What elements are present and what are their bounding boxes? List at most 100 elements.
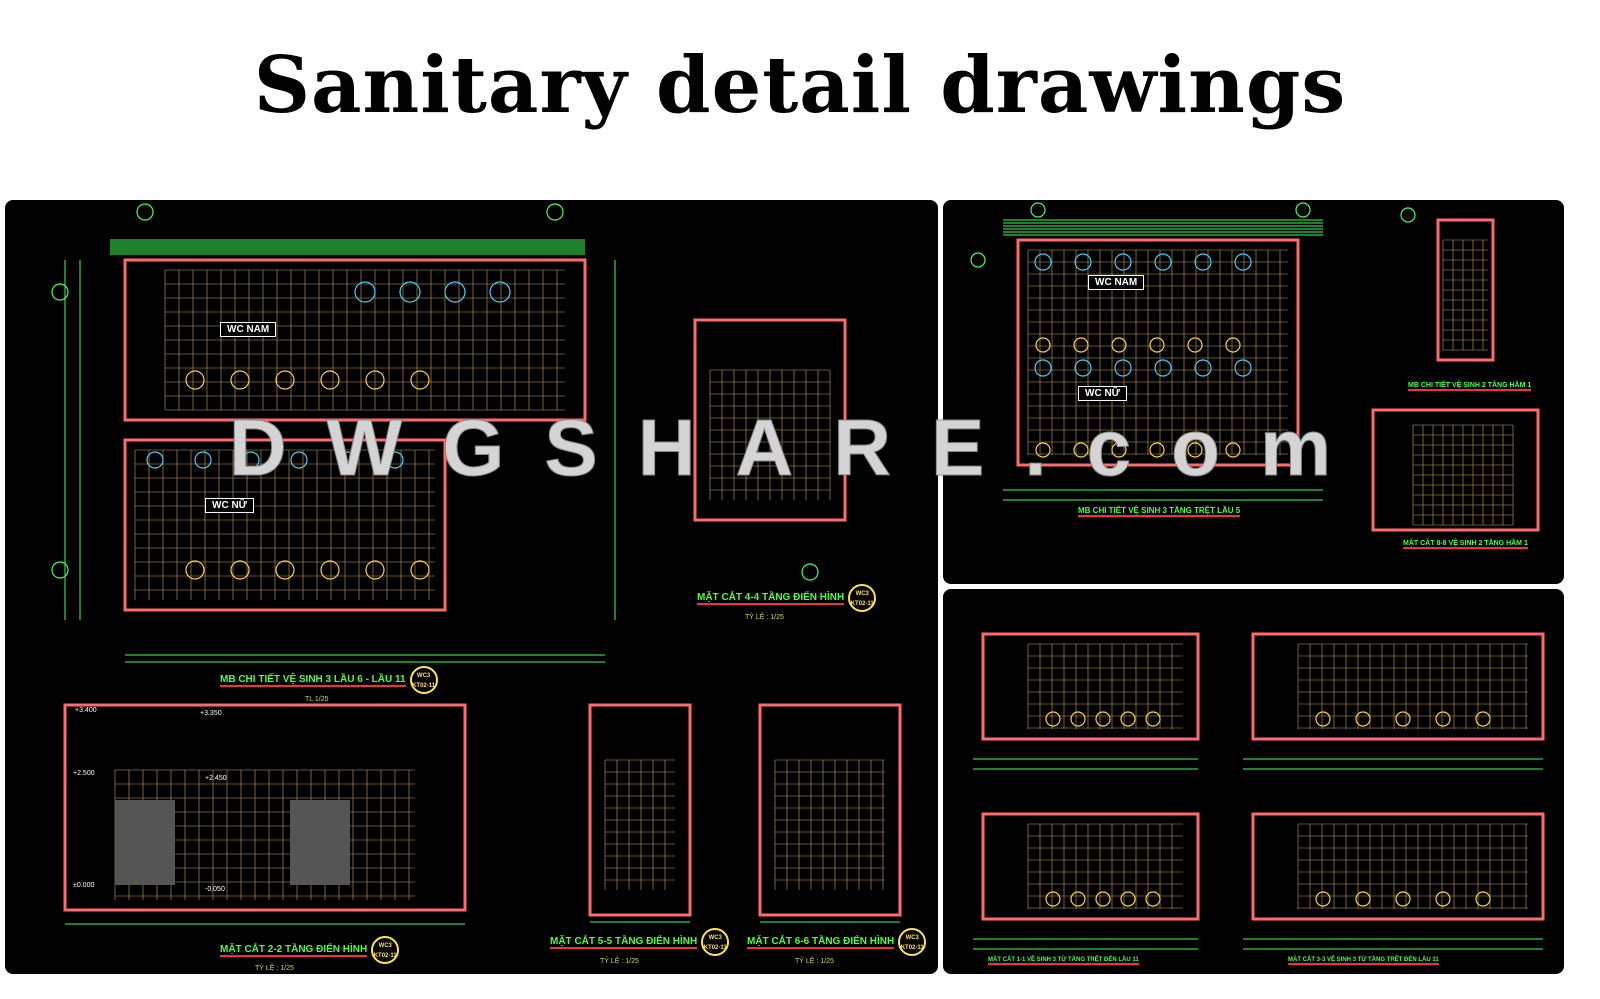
fixture	[399, 281, 421, 303]
level-label: ±0.000	[73, 882, 95, 889]
section-6-6-scale: TỶ LỆ : 1/25	[795, 958, 834, 965]
plan-2-title: MB CHI TIẾT VỆ SINH 2 TẦNG HẦM 1	[1408, 382, 1532, 391]
fixture	[230, 560, 250, 580]
fixture	[1194, 253, 1212, 271]
fixture	[1111, 442, 1127, 458]
fixture	[1435, 711, 1451, 727]
fixture	[410, 560, 430, 580]
fixture	[51, 561, 69, 579]
fixture	[1187, 442, 1203, 458]
fixture	[1435, 891, 1451, 907]
fixture	[1395, 711, 1411, 727]
section-5-5-title: MẶT CẮT 5-5 TẦNG ĐIỂN HÌNH	[550, 935, 698, 949]
fixture	[1154, 253, 1172, 271]
fixture	[338, 451, 356, 469]
fixture	[546, 203, 564, 221]
fixture	[410, 370, 430, 390]
fixture	[386, 451, 404, 469]
plan-scale: TL 1/25	[305, 696, 329, 703]
level-label: +2.450	[205, 775, 227, 782]
section-6-6-title: MẶT CẮT 6-6 TẦNG ĐIỂN HÌNH	[747, 935, 895, 949]
wall	[1251, 632, 1545, 741]
fixture	[1070, 711, 1086, 727]
wall	[588, 703, 692, 917]
fixture	[1035, 442, 1051, 458]
wall	[1371, 408, 1540, 532]
wall	[1251, 812, 1545, 921]
fixture	[1145, 891, 1161, 907]
fixture	[1234, 359, 1252, 377]
fixture	[1074, 253, 1092, 271]
fixture	[1234, 253, 1252, 271]
fixture	[1315, 891, 1331, 907]
section-2-2-scale: TỶ LỆ : 1/25	[255, 965, 294, 972]
fixture	[354, 281, 376, 303]
fixture	[51, 283, 69, 301]
section-4-4-title: MẶT CẮT 4-4 TẦNG ĐIỂN HÌNH	[697, 591, 845, 605]
level-label: +3.350	[200, 710, 222, 717]
fixture	[1355, 891, 1371, 907]
fixture	[320, 370, 340, 390]
fixture	[230, 370, 250, 390]
room-label-male: WC NAM	[220, 322, 277, 337]
fixture	[1074, 359, 1092, 377]
drawing-panel-bottom-right: MẶT CẮT 1-1 VỆ SINH 3 TỪ TẦNG TRỆT ĐẾN L…	[943, 589, 1564, 974]
wall	[123, 438, 447, 612]
page-title: Sanitary detail drawings	[253, 40, 1347, 131]
fixture	[1149, 337, 1165, 353]
section-8-8-title: MẶT CẮT 8-8 VỆ SINH 2 TẦNG HẦM 1	[1403, 540, 1528, 549]
cad-drawing-bottom-right	[973, 632, 1545, 950]
cad-drawing-top-right	[970, 202, 1540, 532]
fixture	[1120, 891, 1136, 907]
wall	[123, 258, 587, 422]
plan-title-group: MB CHI TIẾT VỆ SINH 3 LẦU 6 - LẦU 11 WC3…	[220, 666, 438, 694]
fixture	[1114, 253, 1132, 271]
fixture	[1030, 202, 1046, 218]
fixture	[1187, 337, 1203, 353]
fixture	[1149, 442, 1165, 458]
fixture	[365, 370, 385, 390]
section-4-4-scale: TỶ LỆ : 1/25	[745, 614, 784, 621]
fixture	[1035, 337, 1051, 353]
fixture	[146, 451, 164, 469]
fixture	[365, 560, 385, 580]
fixture	[1194, 359, 1212, 377]
wall	[693, 318, 847, 522]
level-label: -0.050	[205, 886, 225, 893]
fixture	[290, 451, 308, 469]
wall	[1016, 238, 1300, 467]
wall	[981, 632, 1200, 741]
wall	[981, 812, 1200, 921]
fixture	[1225, 442, 1241, 458]
fixture	[1295, 202, 1311, 218]
drawing-panel-top-right: WC NAM WC NỮ MB CHI TIẾT VỆ SINH 3 TẦNG …	[943, 200, 1564, 584]
fixture	[1315, 711, 1331, 727]
fixture	[1114, 359, 1132, 377]
fixture	[1225, 337, 1241, 353]
section-1-1-title: MẶT CẮT 1-1 VỆ SINH 3 TỪ TẦNG TRỆT ĐẾN L…	[988, 957, 1139, 965]
fixture	[1095, 891, 1111, 907]
fixture	[1070, 891, 1086, 907]
section-5-5-scale: TỶ LỆ : 1/25	[600, 958, 639, 965]
plan-title: MB CHI TIẾT VỆ SINH 3 LẦU 6 - LẦU 11	[220, 673, 406, 687]
fixture	[136, 203, 154, 221]
fixture	[1073, 442, 1089, 458]
wall	[63, 703, 467, 912]
fixture	[1154, 359, 1172, 377]
fixture	[1045, 891, 1061, 907]
fixture	[444, 281, 466, 303]
fixture	[1034, 359, 1052, 377]
fixture	[320, 560, 340, 580]
fixture	[275, 560, 295, 580]
fixture	[242, 451, 260, 469]
fixture	[185, 560, 205, 580]
fixture	[194, 451, 212, 469]
fixture	[1073, 337, 1089, 353]
